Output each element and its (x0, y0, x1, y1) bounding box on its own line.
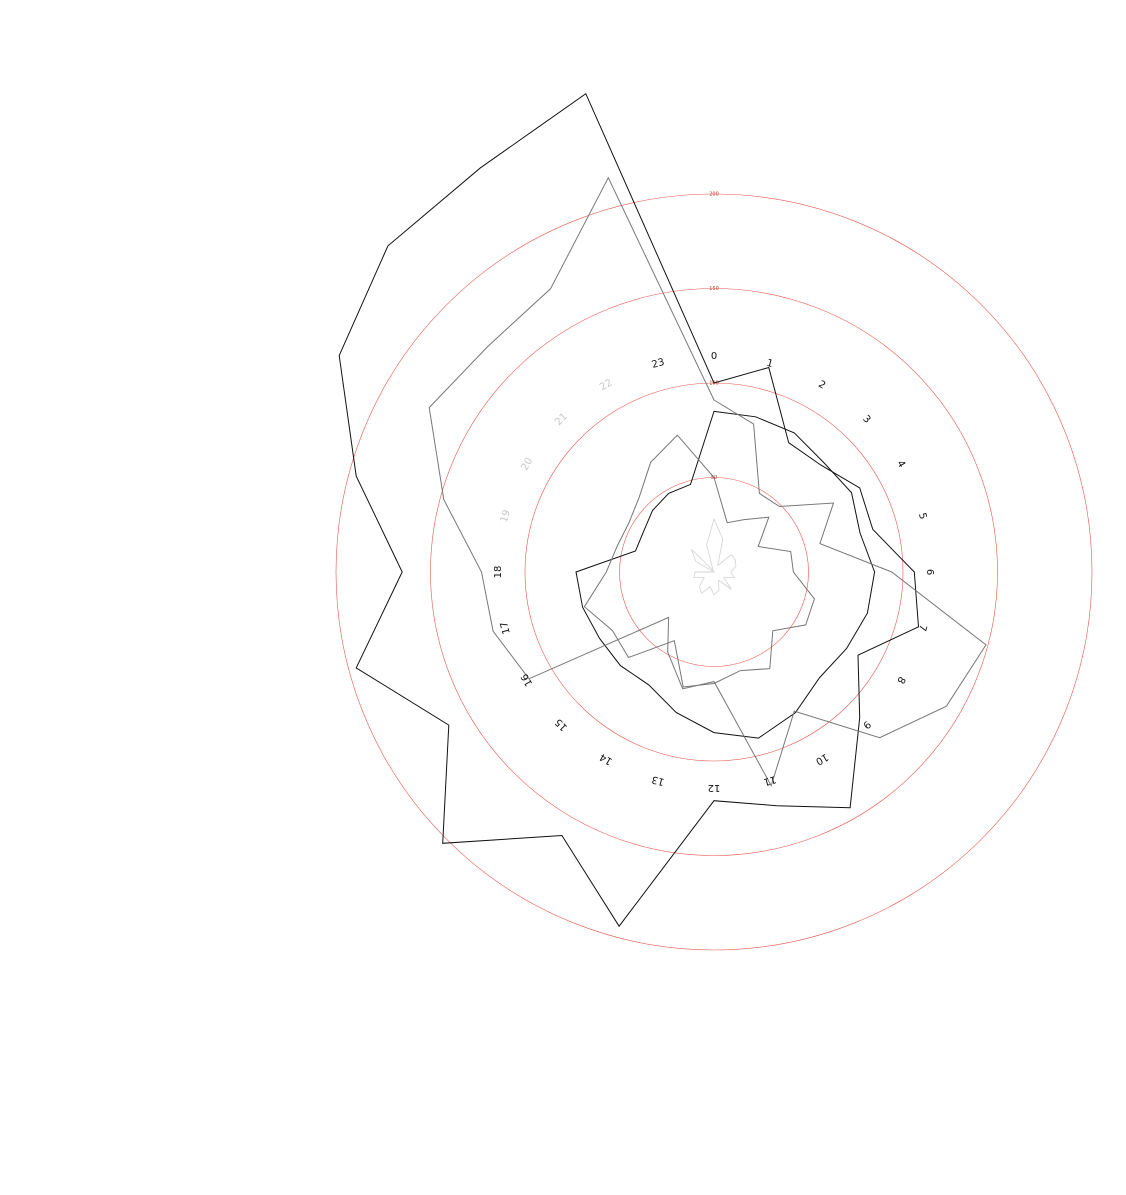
hour-label-10: 10 (813, 751, 830, 767)
series-3-polygon (583, 434, 815, 688)
hour-label-23: 23 (651, 357, 666, 371)
hour-label-7: 7 (916, 623, 928, 632)
ring-150 (430, 288, 998, 856)
hour-label-18: 18 (493, 566, 504, 579)
hour-label-14: 14 (598, 751, 615, 767)
series-5-polygon (428, 176, 987, 787)
hour-label-11: 11 (762, 773, 777, 787)
hour-label-12: 12 (708, 782, 721, 793)
series-1-polygon (690, 517, 737, 596)
hour-label-9: 9 (860, 718, 872, 730)
hour-label-20: 20 (519, 456, 535, 473)
ring-label-150: 150 (709, 286, 719, 292)
hour-label-16: 16 (519, 671, 535, 688)
hour-label-15: 15 (553, 716, 570, 733)
series-4-polygon (338, 92, 920, 928)
hour-label-5: 5 (916, 512, 928, 521)
hour-label-22: 22 (598, 377, 615, 393)
hour-label-3: 3 (860, 414, 872, 426)
ring-200 (335, 193, 1093, 951)
hour-label-21: 21 (553, 411, 570, 428)
hour-label-17: 17 (499, 620, 513, 635)
hour-label-8: 8 (894, 674, 907, 685)
hour-label-13: 13 (651, 773, 666, 787)
series-2-polygon (575, 410, 876, 739)
series-layer (338, 92, 987, 928)
hour-label-2: 2 (816, 379, 827, 392)
hour-label-4: 4 (894, 459, 907, 470)
hour-label-6: 6 (924, 569, 935, 575)
hour-label-19: 19 (499, 509, 513, 524)
ring-label-200: 200 (709, 192, 719, 198)
hour-label-0: 0 (711, 351, 717, 362)
hour-label-1: 1 (765, 358, 774, 370)
